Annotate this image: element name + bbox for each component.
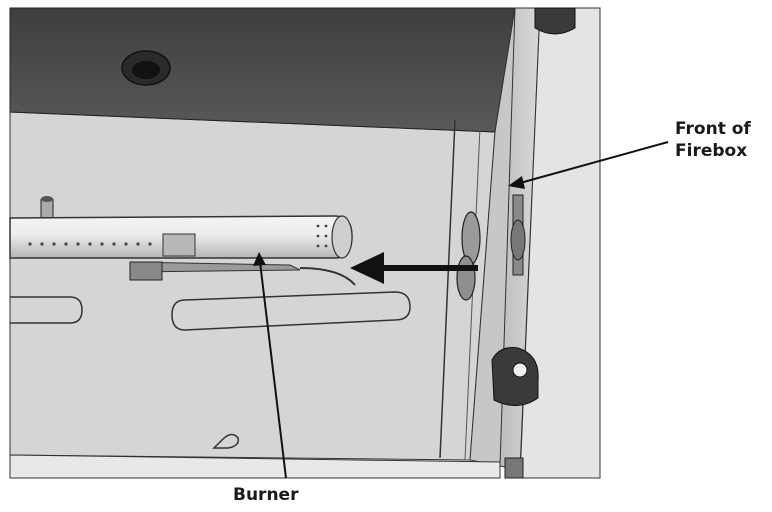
ignitor-bracket bbox=[456, 194, 526, 301]
label-burner: Burner bbox=[233, 485, 299, 505]
arrow-insert-direction bbox=[350, 252, 478, 284]
leader-front-of-firebox bbox=[508, 141, 669, 189]
top-bracket bbox=[534, 7, 576, 35]
firebox-back-wall bbox=[9, 7, 516, 133]
label-front-line2: Firebox bbox=[675, 141, 748, 161]
label-front-of-firebox: Front of Firebox bbox=[675, 118, 751, 162]
burner-ports bbox=[28, 224, 328, 248]
burner-tube bbox=[9, 215, 356, 286]
firebox-floor bbox=[9, 111, 496, 461]
label-front-line1: Front of bbox=[675, 119, 751, 139]
burner-slot-right bbox=[171, 291, 411, 331]
cotter-pin bbox=[212, 433, 240, 449]
firebox-bottom-lip bbox=[9, 454, 524, 479]
burner-slot-left bbox=[10, 296, 83, 324]
lower-bracket bbox=[491, 347, 539, 406]
floor-post bbox=[40, 196, 54, 219]
leader-burner bbox=[253, 252, 287, 479]
